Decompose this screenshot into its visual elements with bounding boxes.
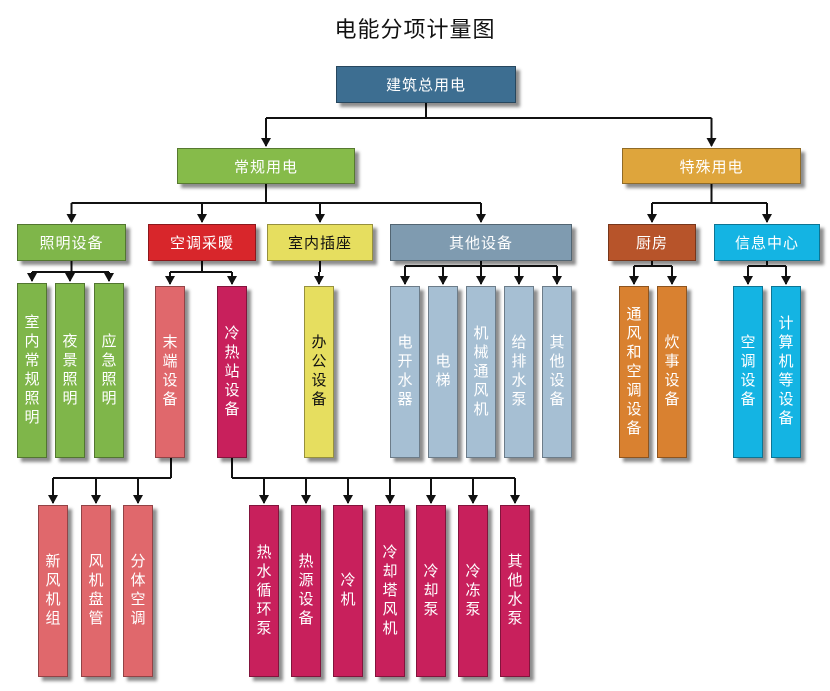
- node-fresh-air: 新风机组: [38, 505, 68, 677]
- node-indoor-light: 室内常规照明: [17, 283, 47, 458]
- node-special: 特殊用电: [622, 148, 801, 184]
- node-hvac: 空调采暖: [148, 224, 256, 261]
- node-kitchen: 厨房: [608, 224, 696, 261]
- diagram-title: 电能分项计量图: [334, 18, 496, 43]
- node-emergency-light: 应急照明: [94, 283, 124, 458]
- node-computer: 计算机等设备: [771, 286, 801, 458]
- node-cooking: 炊事设备: [657, 286, 687, 458]
- node-chiller: 冷机: [333, 505, 363, 677]
- node-water-heater: 电开水器: [390, 286, 420, 458]
- node-lighting: 照明设备: [17, 224, 126, 261]
- node-split-ac: 分体空调: [123, 505, 153, 677]
- node-terminal: 末端设备: [155, 286, 185, 458]
- node-office: 办公设备: [304, 286, 334, 458]
- node-kitchen-vent: 通风和空调设备: [619, 286, 649, 458]
- node-fan-coil: 风机盘管: [81, 505, 111, 677]
- node-normal: 常规用电: [177, 148, 355, 184]
- node-heat-source: 热源设备: [291, 505, 321, 677]
- node-info: 信息中心: [714, 224, 820, 261]
- node-elevator: 电梯: [428, 286, 458, 458]
- node-pump: 给排水泵: [504, 286, 534, 458]
- node-root: 建筑总用电: [336, 66, 516, 103]
- node-hot-water-pump: 热水循环泵: [249, 505, 279, 677]
- node-cold-heat: 冷热站设备: [217, 286, 247, 458]
- node-other-eq: 其他设备: [390, 224, 572, 261]
- node-other-dev: 其他设备: [542, 286, 572, 458]
- node-night-light: 夜景照明: [55, 283, 85, 458]
- node-socket: 室内插座: [267, 224, 373, 261]
- node-cooling-pump: 冷却泵: [416, 505, 446, 677]
- node-other-pump: 其他水泵: [500, 505, 530, 677]
- node-info-ac: 空调设备: [733, 286, 763, 458]
- node-cooling-tower: 冷却塔风机: [375, 505, 405, 677]
- node-ventilation: 机械通风机: [466, 286, 496, 458]
- node-chilled-pump: 冷冻泵: [458, 505, 488, 677]
